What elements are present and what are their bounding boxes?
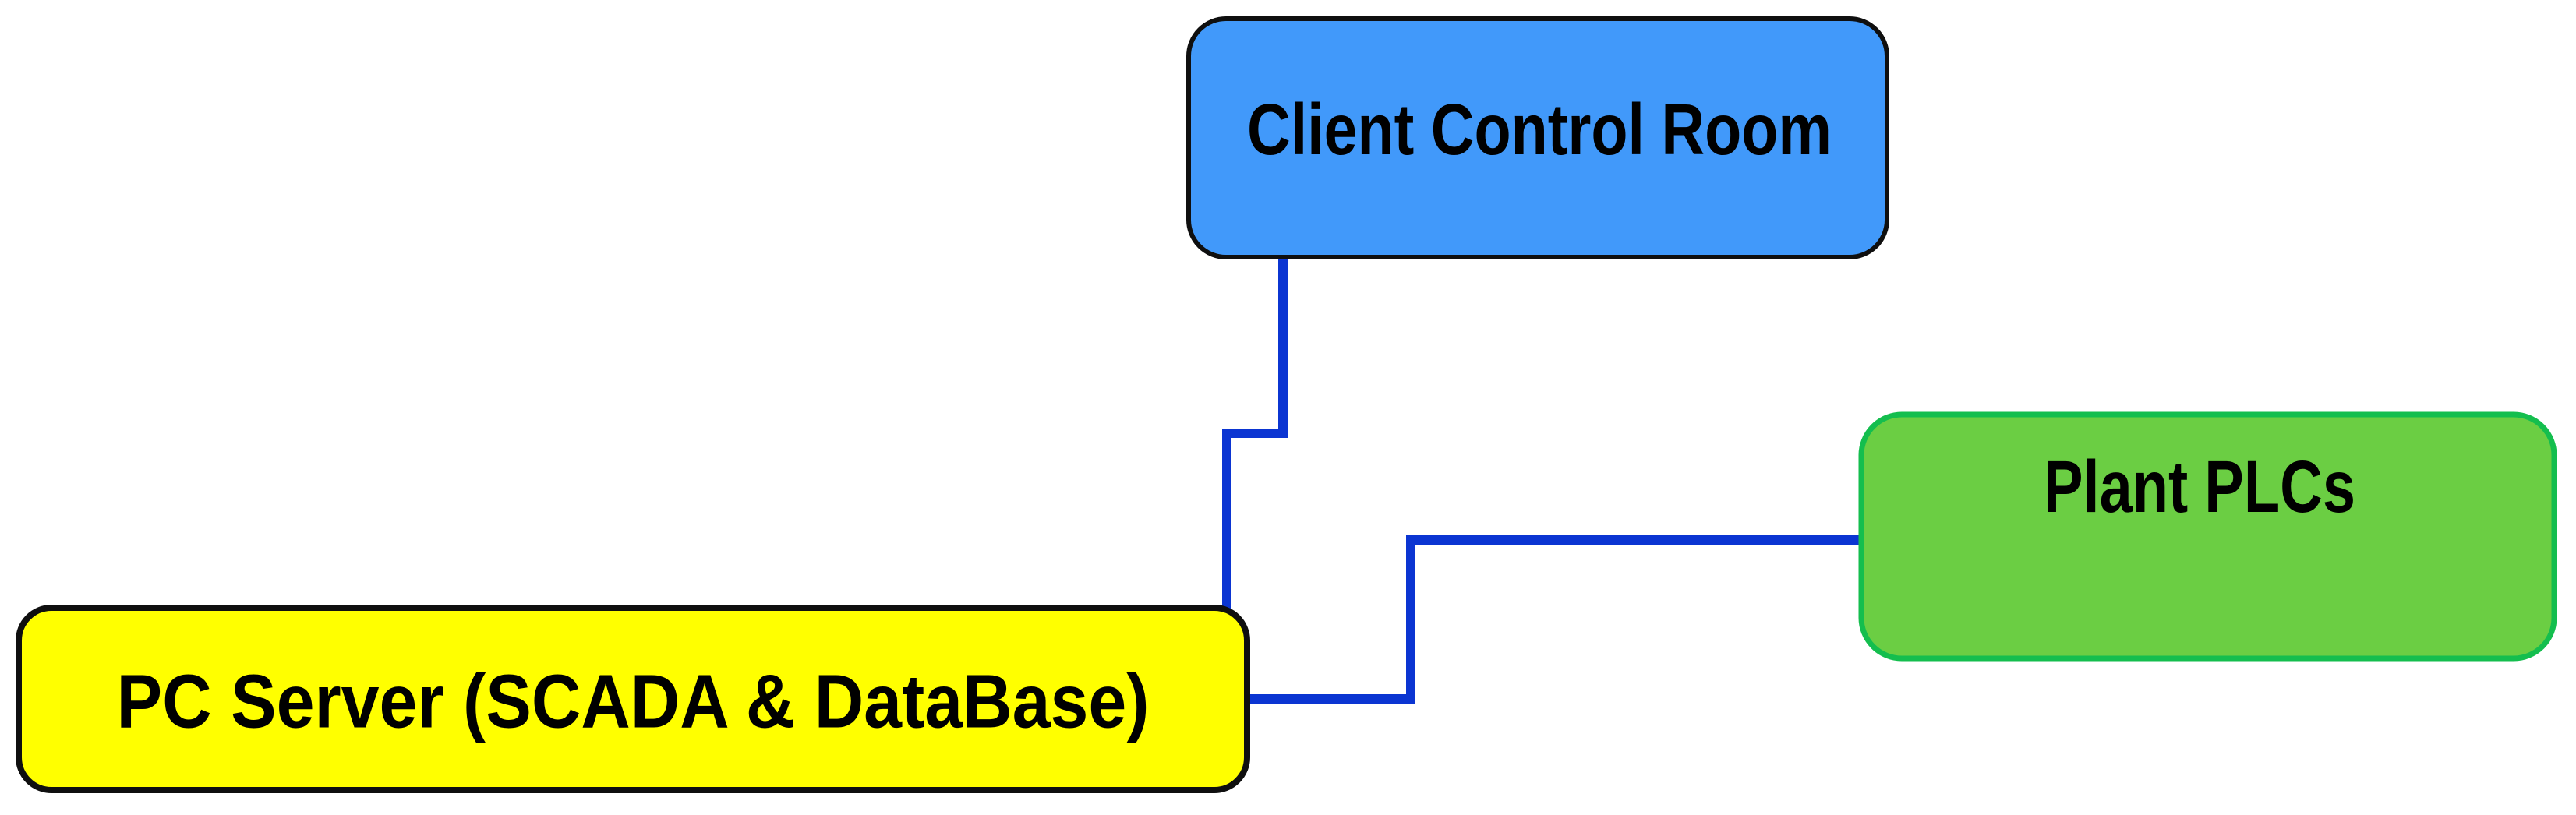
connector-pc-server-to-plant-plcs <box>1244 535 1864 704</box>
node-client-control-room-shape <box>1186 16 1889 259</box>
node-pc-server-label: PC Server (SCADA & DataBase) <box>117 659 1150 744</box>
connector-client-control-room-to-pc-server <box>1222 257 1288 609</box>
node-pc-server-shape <box>16 605 1250 793</box>
node-plant-plcs-shape <box>1858 411 2557 662</box>
node-plant-plcs: Plant PLCs <box>1858 411 2557 662</box>
node-client-control-room: Client Control Room <box>1186 16 1889 259</box>
node-plant-plcs-label: Plant PLCs <box>2044 446 2355 528</box>
node-client-control-room-label: Client Control Room <box>1247 89 1832 170</box>
node-pc-server: PC Server (SCADA & DataBase) <box>16 605 1250 793</box>
